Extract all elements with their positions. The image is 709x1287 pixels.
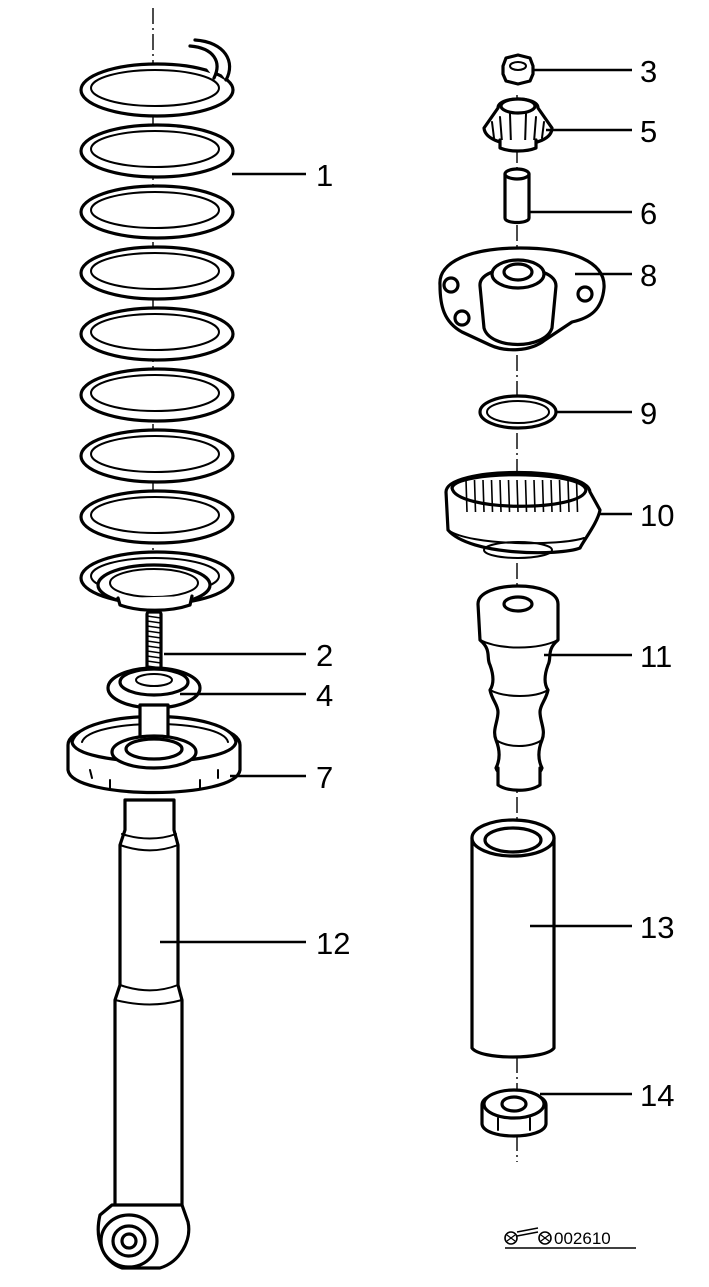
figure-reference: 002610 <box>504 1227 636 1249</box>
callout-9: 9 <box>640 396 657 431</box>
stop-washer <box>106 666 202 710</box>
shock-absorber <box>96 798 191 1270</box>
o-ring <box>478 394 558 430</box>
callout-labels: 1 2 3 4 5 6 7 8 9 10 11 12 13 14 <box>316 54 674 1113</box>
callout-2: 2 <box>316 638 333 673</box>
spring-seat <box>66 703 242 795</box>
end-cap <box>480 1088 548 1138</box>
nut <box>501 53 535 86</box>
callout-12: 12 <box>316 926 350 961</box>
leader-lines <box>160 68 632 1096</box>
dust-boot <box>470 818 556 1059</box>
spacer-tube <box>503 167 531 225</box>
rubber-bushing <box>482 97 554 153</box>
callout-14: 14 <box>640 1078 674 1113</box>
callout-1: 1 <box>316 158 333 193</box>
callout-4: 4 <box>316 678 333 713</box>
callout-13: 13 <box>640 910 674 945</box>
upper-spring-seat <box>444 470 602 559</box>
coil-spring <box>79 38 235 612</box>
callout-10: 10 <box>640 498 674 533</box>
callout-3: 3 <box>640 54 657 89</box>
callout-7: 7 <box>316 760 333 795</box>
figure-number: 002610 <box>554 1229 611 1248</box>
callout-5: 5 <box>640 114 657 149</box>
bump-stop <box>476 584 560 792</box>
callout-11: 11 <box>640 639 672 674</box>
strut-mount <box>438 246 606 352</box>
callout-8: 8 <box>640 258 657 293</box>
callout-6: 6 <box>640 196 657 231</box>
tool-logo-icon <box>504 1227 552 1245</box>
